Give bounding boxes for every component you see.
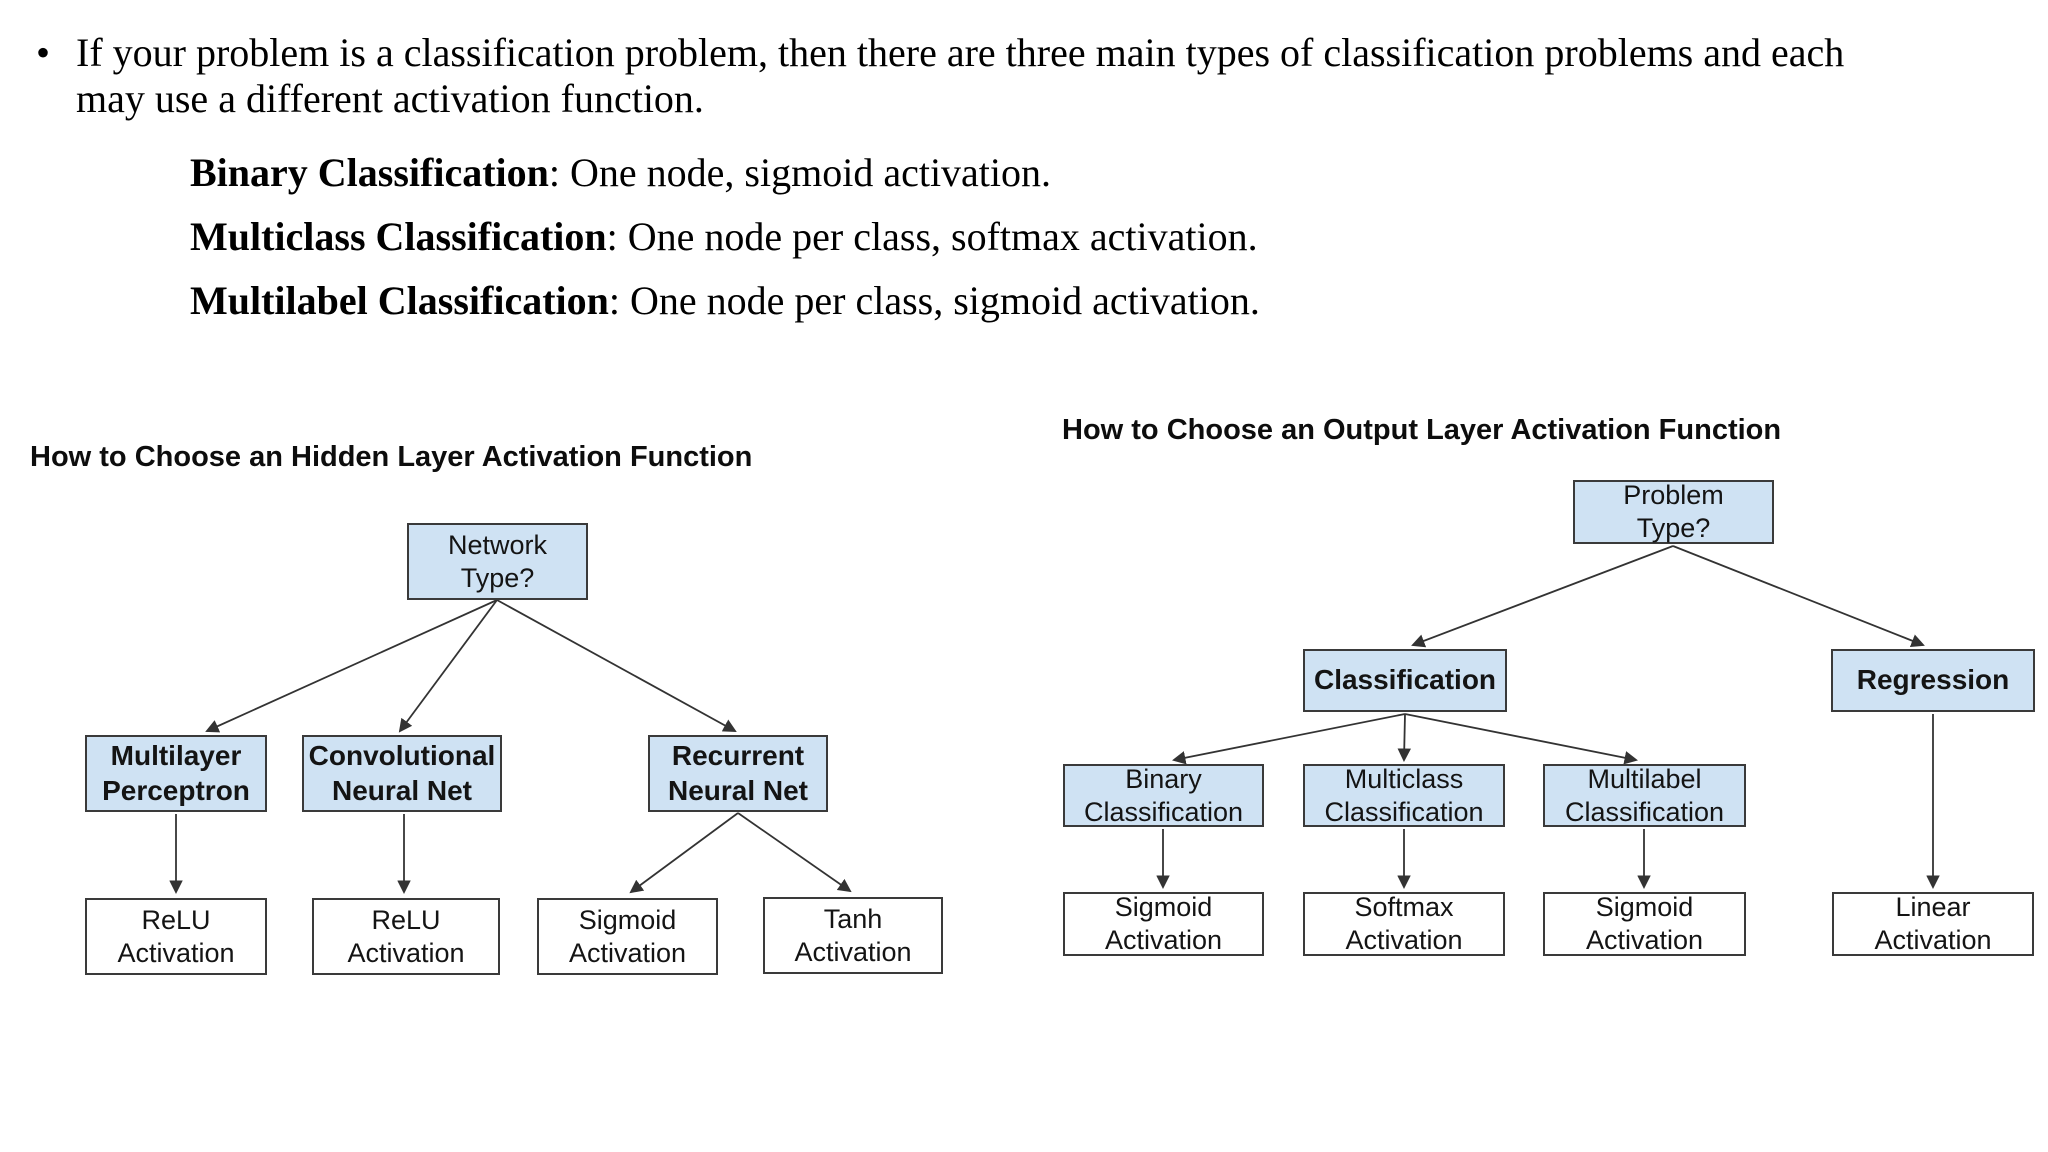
list-item-binary-term: Binary Classification <box>190 150 549 195</box>
edge-problem-to-regression <box>1672 545 1925 648</box>
node-multilayer-perceptron: Multilayer Perceptron <box>85 735 267 812</box>
list-item-multiclass: Multiclass Classification: One node per … <box>190 214 1258 260</box>
node-tanh-activation: Tanh Activation <box>763 897 943 974</box>
node-sigmoid-activation-left: Sigmoid Activation <box>537 898 718 975</box>
node-convolutional-neural-net: Convolutional Neural Net <box>302 735 502 812</box>
edge-network-to-recurrent <box>496 599 737 732</box>
edge-classification-to-multiclass <box>1397 713 1411 763</box>
edge-recurrent-to-tanh <box>737 812 852 893</box>
edge-problem-to-classification <box>1411 545 1674 648</box>
node-sigmoid-activation-binary: Sigmoid Activation <box>1063 892 1264 956</box>
edge-network-to-conv <box>398 599 498 733</box>
node-classification: Classification <box>1303 649 1507 712</box>
edge-classification-to-binary <box>1172 713 1406 765</box>
node-multilabel-classification: Multilabel Classification <box>1543 764 1746 827</box>
node-regression: Regression <box>1831 649 2035 712</box>
node-problem-type: Problem Type? <box>1573 480 1774 544</box>
node-linear-activation: Linear Activation <box>1832 892 2034 956</box>
edge-network-to-multilayer <box>205 599 498 733</box>
bullet-text-line-2: may use a different activation function. <box>76 76 704 121</box>
bullet-char: • <box>36 30 51 75</box>
list-item-multiclass-term: Multiclass Classification <box>190 214 607 259</box>
bullet-text-line-1: If your problem is a classification prob… <box>76 30 1845 75</box>
node-relu-activation-2: ReLU Activation <box>312 898 500 975</box>
right-diagram-title: How to Choose an Output Layer Activation… <box>1062 414 1782 446</box>
list-item-multilabel-rest: : One node per class, sigmoid activation… <box>608 278 1260 323</box>
node-recurrent-neural-net: Recurrent Neural Net <box>648 735 828 812</box>
list-item-multilabel-term: Multilabel Classification <box>190 278 609 323</box>
node-relu-activation-1: ReLU Activation <box>85 898 267 975</box>
node-network-type: Network Type? <box>407 523 588 600</box>
bullet-glyph: • <box>36 30 50 76</box>
edge-recurrent-to-sigmoid <box>629 812 739 894</box>
edge-classification-to-multilabel <box>1404 713 1638 765</box>
node-multiclass-classification: Multiclass Classification <box>1303 764 1505 827</box>
list-item-multilabel: Multilabel Classification: One node per … <box>190 278 1260 324</box>
list-item-binary-rest: : One node, sigmoid activation. <box>548 150 1052 195</box>
left-diagram-title: How to Choose an Hidden Layer Activation… <box>30 441 753 473</box>
node-softmax-activation: Softmax Activation <box>1303 892 1505 956</box>
list-item-binary: Binary Classification: One node, sigmoid… <box>190 150 1051 196</box>
node-sigmoid-activation-multilabel: Sigmoid Activation <box>1543 892 1746 956</box>
list-item-multiclass-rest: : One node per class, softmax activation… <box>606 214 1258 259</box>
node-binary-classification: Binary Classification <box>1063 764 1264 827</box>
